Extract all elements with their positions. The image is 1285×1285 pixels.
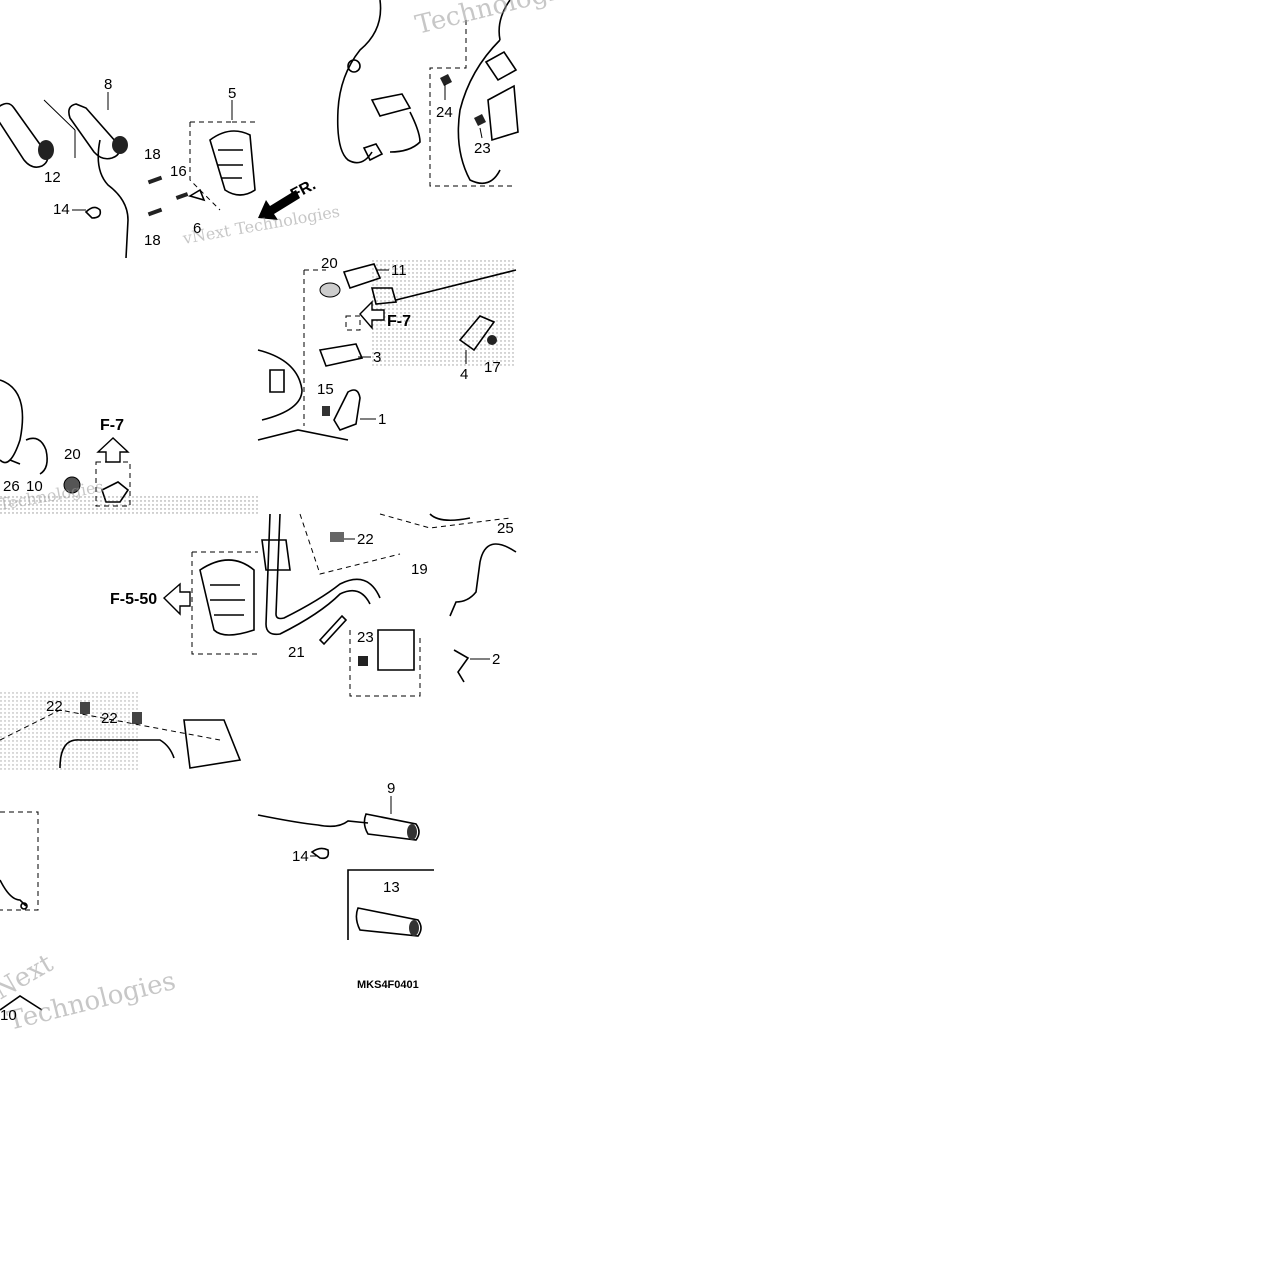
callout-13: 13 <box>383 879 400 896</box>
callout-8: 8 <box>104 76 112 93</box>
callout-14: 14 <box>292 848 309 865</box>
callout-16: 16 <box>170 163 187 180</box>
heated-grip-part <box>68 92 129 259</box>
ref-label-f7: F-7 <box>387 313 411 330</box>
callout-18: 18 <box>144 146 161 163</box>
callout-22: 22 <box>46 698 63 715</box>
callout-23: 23 <box>474 140 491 157</box>
callout-4: 4 <box>460 366 468 383</box>
tile-top-right <box>336 0 519 187</box>
callout-23: 23 <box>357 629 374 646</box>
callout-17: 17 <box>484 359 501 376</box>
callout-20: 20 <box>64 446 81 463</box>
callout-3: 3 <box>373 349 381 366</box>
ref-label-f7: F-7 <box>100 417 124 434</box>
callout-19: 19 <box>411 561 428 578</box>
screw-parts <box>147 175 206 217</box>
callout-6: 6 <box>193 220 201 237</box>
callout-24: 24 <box>436 104 453 121</box>
callout-5: 5 <box>228 85 236 102</box>
callout-12: 12 <box>44 169 61 186</box>
callout-15: 15 <box>317 381 334 398</box>
callout-2: 2 <box>492 651 500 668</box>
callout-11: 11 <box>391 262 407 279</box>
callout-14: 14 <box>53 201 70 218</box>
tile-mid-right <box>257 258 517 441</box>
tile-mid-left <box>0 379 258 514</box>
clip-part <box>84 206 102 219</box>
callout-1: 1 <box>378 411 386 428</box>
front-arrow <box>258 190 300 220</box>
tile-top-left <box>0 92 300 259</box>
diagram-code: MKS4F0401 <box>357 979 419 991</box>
callout-10: 10 <box>0 1007 17 1024</box>
callout-10: 10 <box>26 478 43 495</box>
tile-bottom-left <box>0 811 43 1011</box>
callout-25: 25 <box>497 520 514 537</box>
callout-9: 9 <box>387 780 395 797</box>
callout-22: 22 <box>357 531 374 548</box>
tile-bottom-right <box>257 813 434 940</box>
callout-26: 26 <box>3 478 20 495</box>
tile-lower-left <box>0 551 258 770</box>
grip-left-part <box>0 99 76 168</box>
watermark-text: vNext Technologies <box>180 202 341 248</box>
callout-22: 22 <box>101 710 118 727</box>
callout-21: 21 <box>288 644 305 661</box>
callout-18: 18 <box>144 232 161 249</box>
left-switch-assembly <box>189 100 257 211</box>
callout-20: 20 <box>321 255 338 272</box>
tile-lower-right <box>261 513 517 697</box>
ref-label-f5-50: F-5-50 <box>110 591 157 608</box>
